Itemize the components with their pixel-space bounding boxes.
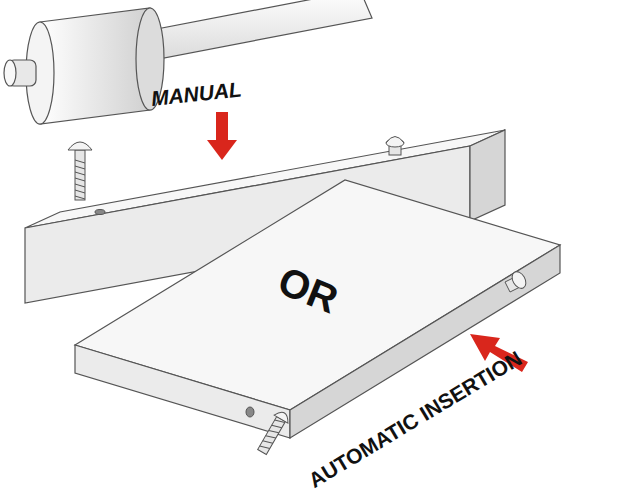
dowel — [505, 269, 529, 292]
thread — [260, 443, 270, 451]
thread — [75, 190, 85, 193]
mallet — [4, 0, 372, 124]
thread — [269, 428, 279, 436]
thread — [75, 184, 85, 187]
thread — [75, 172, 85, 175]
thread — [263, 438, 273, 446]
thread — [75, 178, 85, 181]
thread — [75, 160, 85, 163]
dowel — [68, 142, 92, 200]
thread — [75, 196, 85, 199]
thread — [275, 417, 285, 425]
thread — [266, 433, 276, 441]
dowel — [255, 409, 291, 456]
thread — [75, 166, 85, 169]
step-label: MANUAL — [150, 78, 243, 108]
dowel — [386, 137, 404, 156]
thread — [272, 423, 282, 431]
manual-arrow — [207, 112, 237, 160]
lower-board — [75, 180, 560, 438]
